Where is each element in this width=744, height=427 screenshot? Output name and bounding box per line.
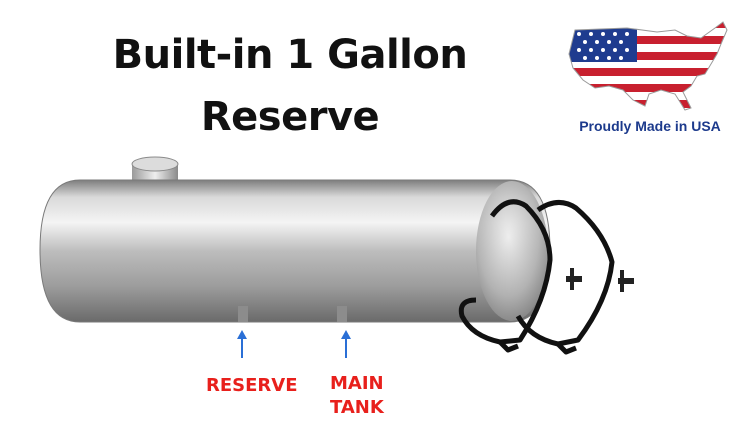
- usa-flag-map-icon: [568, 21, 728, 111]
- made-in-usa-text: Proudly Made in USA: [579, 118, 721, 134]
- made-in-usa-badge: Proudly Made in USA: [565, 14, 735, 144]
- headline-line-1: Built-in 1 Gallon: [112, 32, 468, 78]
- headline: Built-in 1 Gallon Reserve: [70, 24, 510, 148]
- main-tank-label-line-2: TANK: [330, 397, 384, 418]
- aluminum-fuel-tank-icon: [39, 156, 634, 355]
- reserve-arrow: [237, 330, 247, 358]
- reserve-label: RESERVE: [206, 375, 298, 396]
- main-fitting: [337, 306, 347, 322]
- mounting-strap-icon: [458, 199, 615, 355]
- main-tank-label: MAIN TANK: [330, 372, 384, 420]
- headline-line-2: Reserve: [200, 94, 380, 140]
- product-illustration: [30, 150, 640, 360]
- main-tank-label-line-1: MAIN: [330, 373, 384, 394]
- main-tank-arrow: [341, 330, 351, 358]
- reserve-fitting: [238, 306, 248, 322]
